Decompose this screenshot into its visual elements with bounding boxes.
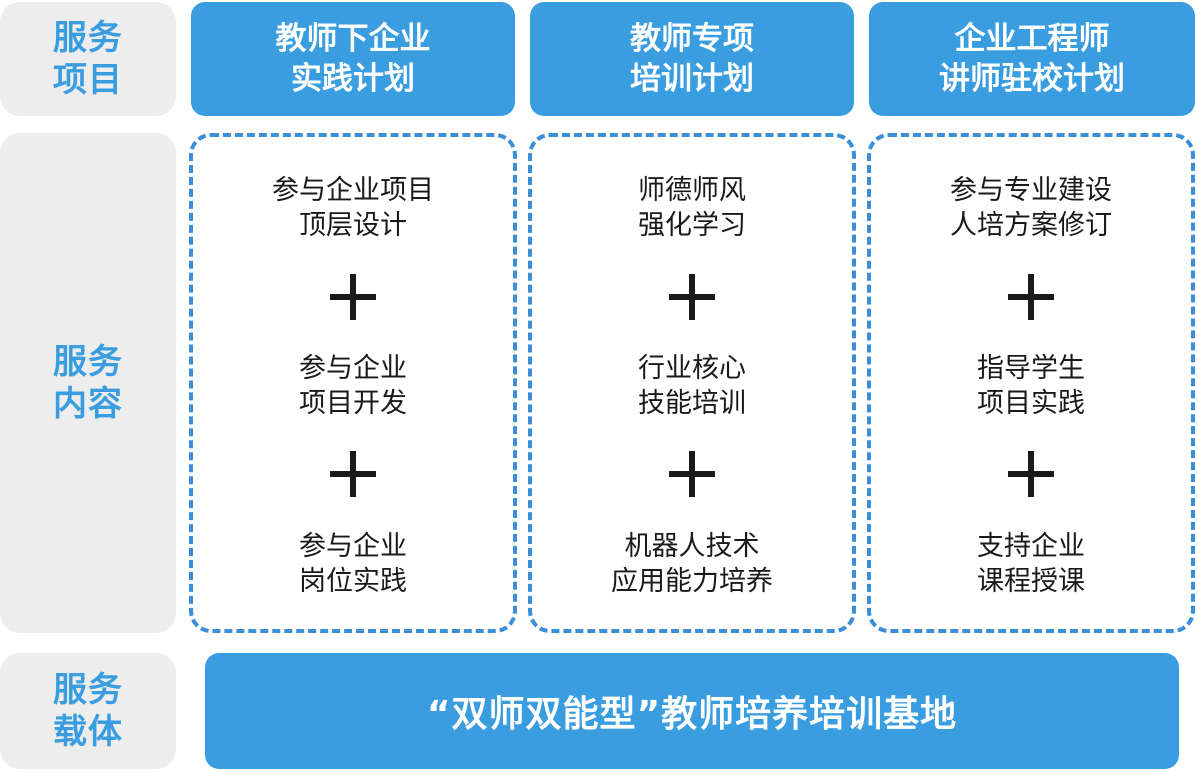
plus-icon: [669, 451, 715, 497]
content-item: 行业核心 技能培训: [638, 353, 746, 419]
content-item: 参与企业项目 顶层设计: [272, 175, 434, 241]
service-carrier-text: “双师双能型”教师培养培训基地: [426, 694, 958, 735]
content-item: 指导学生 项目实践: [977, 353, 1085, 419]
project-title-3: 企业工程师 讲师驻校计划: [939, 21, 1125, 97]
row-label-carrier-text: 服务 载体: [53, 670, 123, 752]
plus-icon: [669, 274, 715, 320]
row-label-carrier: 服务 载体: [0, 653, 176, 769]
project-header-1: 教师下企业 实践计划: [191, 2, 515, 116]
service-carrier-banner: “双师双能型”教师培养培训基地: [205, 653, 1179, 769]
content-item: 参与专业建设 人培方案修订: [950, 175, 1112, 241]
content-item: 机器人技术 应用能力培养: [611, 531, 773, 597]
row-label-projects-text: 服务 项目: [53, 18, 123, 100]
content-box-3: 参与专业建设 人培方案修订 指导学生 项目实践 支持企业 课程授课: [867, 133, 1195, 633]
content-box-2: 师德师风 强化学习 行业核心 技能培训 机器人技术 应用能力培养: [528, 133, 856, 633]
row-label-content-text: 服务 内容: [53, 342, 123, 424]
project-header-2: 教师专项 培训计划: [530, 2, 854, 116]
content-item: 师德师风 强化学习: [638, 175, 746, 241]
plus-icon: [1008, 274, 1054, 320]
plus-icon: [330, 451, 376, 497]
row-label-content: 服务 内容: [0, 133, 176, 633]
project-title-1: 教师下企业 实践计划: [275, 21, 431, 97]
row-label-projects: 服务 项目: [0, 2, 176, 116]
content-item: 支持企业 课程授课: [977, 531, 1085, 597]
plus-icon: [330, 274, 376, 320]
project-header-3: 企业工程师 讲师驻校计划: [869, 2, 1195, 116]
project-title-2: 教师专项 培训计划: [630, 21, 754, 97]
content-item: 参与企业 岗位实践: [299, 531, 407, 597]
content-item: 参与企业 项目开发: [299, 353, 407, 419]
plus-icon: [1008, 451, 1054, 497]
content-box-1: 参与企业项目 顶层设计 参与企业 项目开发 参与企业 岗位实践: [189, 133, 517, 633]
